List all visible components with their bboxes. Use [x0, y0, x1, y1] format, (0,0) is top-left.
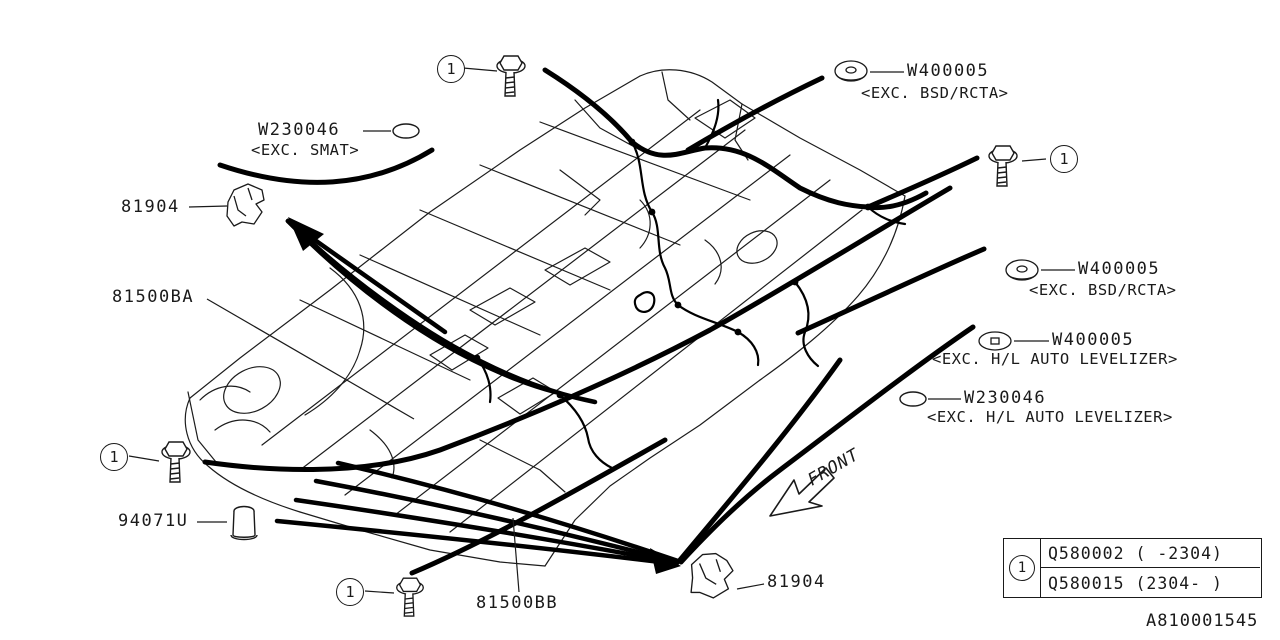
legend-column-divider	[1040, 539, 1041, 597]
part-label-w230046-smat: W230046	[258, 120, 341, 140]
grommet-icon	[1003, 257, 1041, 287]
harness-connector-dots	[288, 138, 872, 574]
legend-row-part-old: Q580002 ( -2304)	[1048, 544, 1223, 563]
clip-icon	[224, 182, 270, 232]
bolt-icon	[492, 52, 530, 104]
part-note-w400005-hl: <EXC. H/L AUTO LEVELIZER>	[932, 350, 1178, 368]
part-label-81500bb: 81500BB	[476, 593, 559, 613]
part-label-81904-bottom: 81904	[767, 572, 826, 592]
harness-branch-lines	[475, 98, 907, 470]
callout-number-bolt-bottom: 1	[336, 578, 364, 606]
fastener-legend-table: 1 Q580002 ( -2304) Q580015 (2304- )	[1003, 538, 1262, 598]
part-note-w230046-smat: <EXC. SMAT>	[251, 141, 360, 159]
bolt-icon	[157, 438, 195, 490]
callout-number-bolt-left: 1	[100, 443, 128, 471]
label-leader-lines	[128, 67, 1075, 594]
bolt-icon	[392, 574, 428, 624]
callout-number-bolt-top-left: 1	[437, 55, 465, 83]
plug-cylinder-icon	[227, 503, 261, 547]
callout-number-bolt-right: 1	[1050, 145, 1078, 173]
clip-icon	[686, 551, 736, 603]
part-note-w400005-mid: <EXC. BSD/RCTA>	[1029, 281, 1177, 299]
grommet-oval-icon	[391, 122, 421, 140]
legend-row-divider	[1041, 567, 1260, 568]
part-label-81500ba: 81500BA	[112, 287, 195, 307]
part-label-94071u: 94071U	[118, 511, 189, 531]
bolt-icon	[984, 142, 1022, 194]
grommet-oval-icon	[898, 390, 928, 408]
part-label-w400005-hl: W400005	[1052, 330, 1135, 350]
harness-main-lines	[202, 67, 987, 576]
part-label-w230046-hl: W230046	[964, 388, 1047, 408]
part-label-81904-left: 81904	[121, 197, 180, 217]
diagram-document-number: A810001545	[1146, 611, 1259, 631]
part-label-w400005-top: W400005	[907, 61, 990, 81]
part-note-w400005-top: <EXC. BSD/RCTA>	[861, 84, 1009, 102]
legend-row-part-new: Q580015 (2304- )	[1048, 574, 1223, 593]
part-label-w400005-mid: W400005	[1078, 259, 1161, 279]
grommet-icon	[976, 329, 1014, 355]
front-arrow-icon	[769, 467, 835, 517]
grommet-icon	[832, 58, 870, 88]
part-note-w230046-hl: <EXC. H/L AUTO LEVELIZER>	[927, 408, 1173, 426]
legend-callout-number: 1	[1009, 555, 1035, 581]
car-body-wireframe	[184, 69, 906, 567]
